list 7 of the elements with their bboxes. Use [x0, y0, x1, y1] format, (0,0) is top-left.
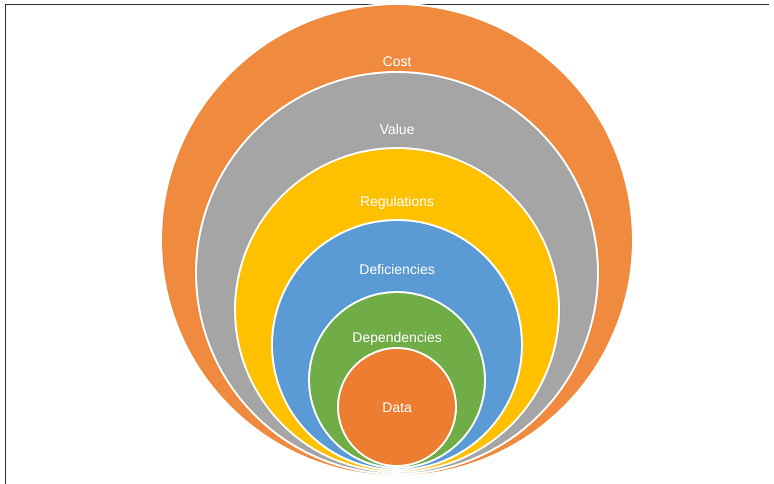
circle-label: Deficiencies [359, 261, 435, 277]
circle [337, 347, 457, 467]
circle-label: Data [382, 399, 412, 415]
circle-label: Regulations [360, 193, 434, 209]
circle-label: Cost [382, 53, 412, 69]
circle-label: Value [380, 121, 414, 137]
circle-label: Dependencies [352, 329, 442, 345]
